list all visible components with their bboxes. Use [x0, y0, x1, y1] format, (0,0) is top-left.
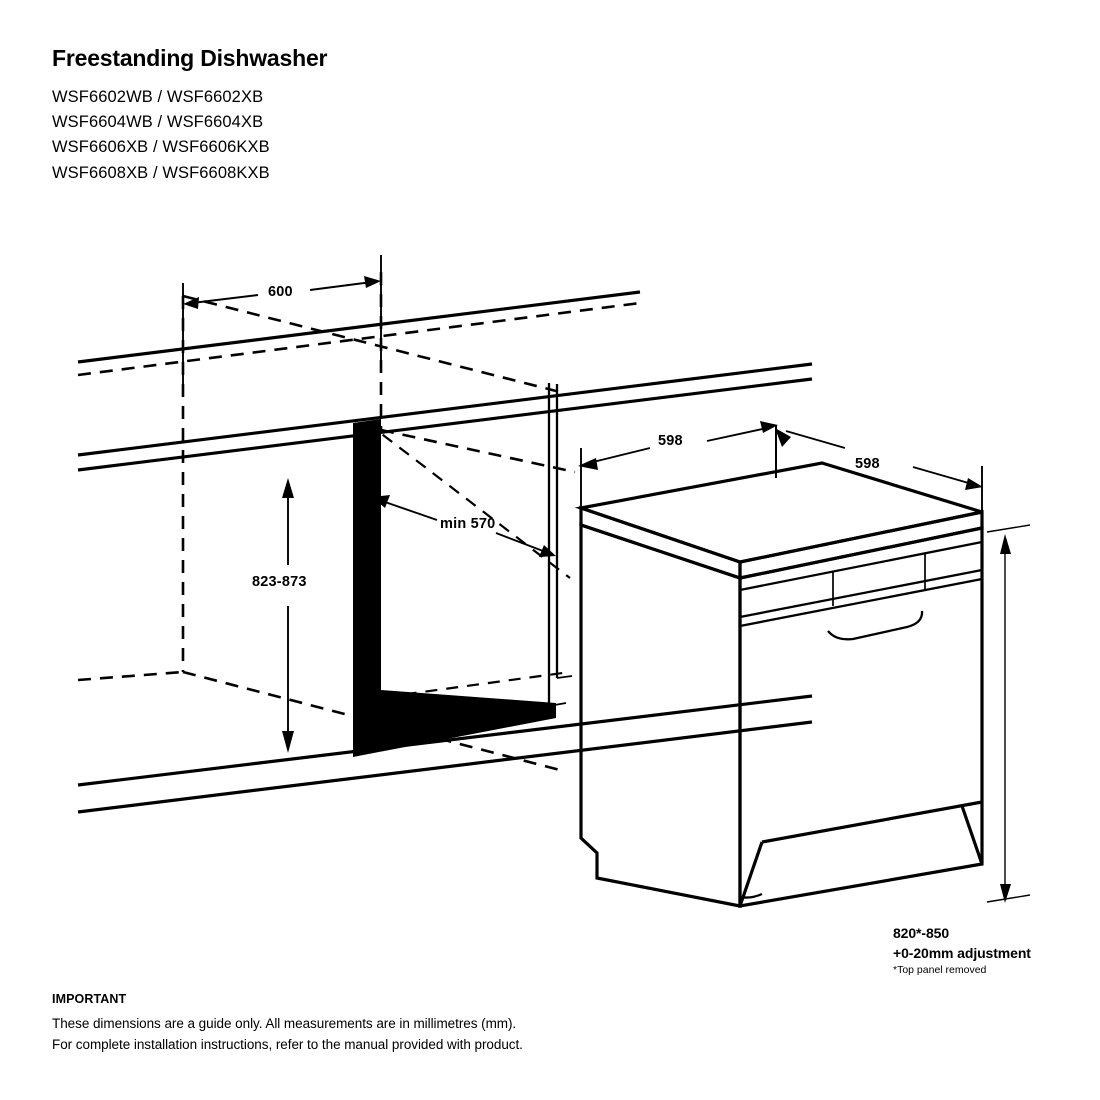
dishwasher-front-face	[738, 526, 984, 908]
niche-shadow-fill	[353, 419, 556, 757]
dimension-598-right: 598	[775, 425, 983, 522]
height-adjustment-label: +0-20mm adjustment	[893, 945, 1031, 961]
model-number-line: WSF6604WB / WSF6604XB	[52, 113, 264, 132]
model-number-line: WSF6608XB / WSF6608KXB	[52, 163, 270, 182]
footer-block: IMPORTANT These dimensions are a guide o…	[52, 992, 812, 1056]
dishwasher-top-right-edge	[738, 510, 984, 580]
dimension-label-598-left: 598	[658, 433, 683, 449]
height-value-label: 820*-850	[893, 925, 949, 941]
benchtop-lower-band	[77, 362, 813, 472]
height-footnote-label: *Top panel removed	[893, 964, 987, 976]
page-title: Freestanding Dishwasher	[52, 45, 328, 71]
hidden-depth-lower	[362, 670, 571, 702]
dimension-height-right	[986, 524, 1031, 903]
height-callout: 820*-850 +0-20mm adjustment *Top panel r…	[893, 925, 1031, 976]
plinth-left-edge	[596, 876, 741, 908]
hidden-depth-upper	[365, 421, 571, 579]
door-handle	[827, 610, 924, 641]
dimension-label-min-570: min 570	[440, 516, 495, 532]
dimension-823-873: 823-873	[252, 478, 307, 753]
hidden-edge-niche-top	[380, 428, 576, 474]
plinth-kick-panel	[738, 800, 984, 907]
hidden-edge-rear-left-bottom	[77, 670, 184, 682]
cabinet-right-panel	[547, 383, 573, 707]
dimension-label-598-right: 598	[855, 456, 880, 472]
dimension-label-600: 600	[268, 284, 293, 300]
header-block: Freestanding Dishwasher WSF6602WB / WSF6…	[52, 45, 672, 186]
dimension-min-570: min 570	[372, 495, 556, 557]
model-number-line: WSF6602WB / WSF6602XB	[52, 88, 264, 107]
dishwasher-top-left-edge	[579, 505, 742, 581]
dimension-598-left: 598	[578, 421, 778, 508]
dishwasher-top-surface	[574, 461, 983, 564]
dimension-label-823-873: 823-873	[252, 574, 307, 590]
footer-note-line-1: These dimensions are a guide only. All m…	[52, 1016, 517, 1031]
model-number-line: WSF6606XB / WSF6606KXB	[52, 138, 270, 157]
footer-note-line-2: For complete installation instructions, …	[52, 1036, 523, 1052]
control-panel	[739, 540, 983, 628]
benchtop-upper-band	[77, 290, 641, 377]
important-heading: IMPORTANT	[52, 992, 127, 1006]
dimension-600: 600	[182, 255, 382, 390]
